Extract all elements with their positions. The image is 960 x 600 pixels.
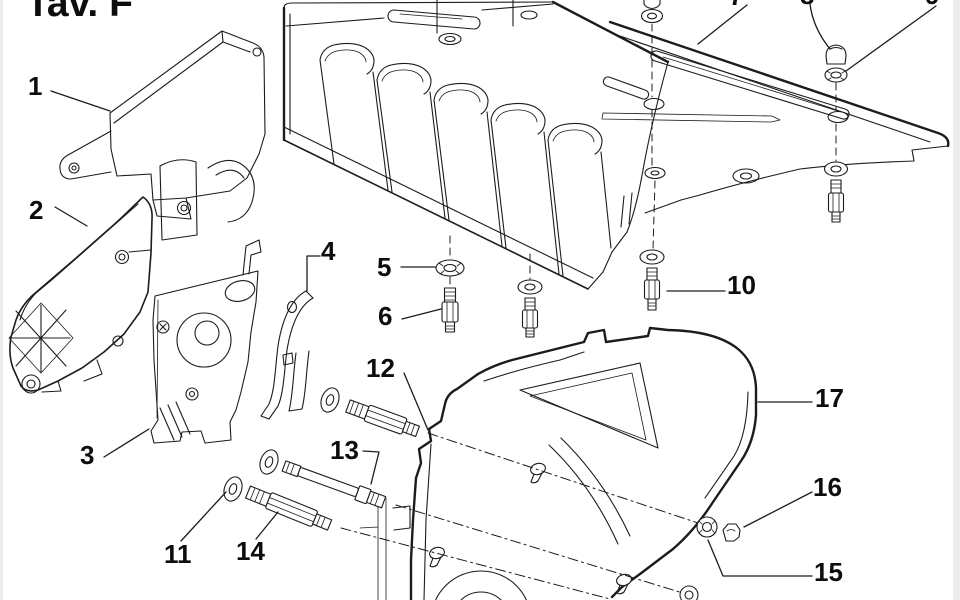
stud-10 — [643, 267, 661, 311]
intermediate-bracket — [159, 159, 255, 241]
part-callout-10: 10 — [727, 270, 756, 300]
stud-mid — [521, 297, 539, 338]
centerlines — [340, 23, 837, 600]
part-callout-17: 17 — [815, 383, 844, 413]
part-callout-5: 5 — [377, 252, 392, 282]
cover-fins — [319, 42, 612, 277]
part-4-strip-bracket — [260, 290, 314, 420]
stud-6 — [441, 287, 459, 333]
stud-below-plate-right — [827, 179, 845, 223]
diagram-title: Tav. F — [26, 0, 133, 25]
cover-screws — [429, 462, 632, 595]
part-17-lower-cover — [359, 326, 758, 600]
top-cut-nut — [643, 0, 661, 10]
finned-valve-cover — [282, 0, 670, 290]
part-7-shield-plate — [601, 20, 950, 214]
part-callout-12: 12 — [366, 353, 395, 383]
part-callout-4: 4 — [321, 236, 336, 266]
part-callout-2: 2 — [29, 195, 44, 225]
part-callout-16: 16 — [813, 472, 842, 502]
part-callout-1: 1 — [28, 71, 43, 101]
stud-14 — [245, 485, 333, 531]
washer-11 — [223, 476, 243, 502]
left-edge-strip — [0, 0, 3, 600]
part-1-upper-bracket — [59, 30, 266, 220]
nut-16 — [722, 523, 741, 542]
part-2-front-cover — [8, 196, 153, 394]
part-callout-7: 7 — [729, 0, 743, 9]
part-callout-14: 14 — [236, 536, 265, 566]
part-3-inner-timing-cover — [150, 239, 262, 444]
right-edge-strip — [953, 0, 960, 600]
washer-15 — [696, 516, 718, 538]
part-callout-8: 8 — [800, 0, 814, 8]
part-callout-6: 6 — [378, 301, 393, 331]
callout-leader-lines — [50, 3, 937, 577]
part-callout-11: 11 — [164, 539, 192, 569]
part-callout-3: 3 — [80, 440, 95, 470]
cap-nut-8 — [825, 44, 847, 65]
washer-12 — [320, 387, 340, 413]
part-callout-9: 9 — [925, 0, 939, 8]
part-callout-13: 13 — [330, 435, 359, 465]
stud-12 — [345, 399, 420, 438]
stud-13 — [281, 460, 387, 509]
part-callout-15: 15 — [814, 557, 843, 587]
washer-13 — [259, 449, 279, 475]
fasteners — [223, 0, 849, 600]
